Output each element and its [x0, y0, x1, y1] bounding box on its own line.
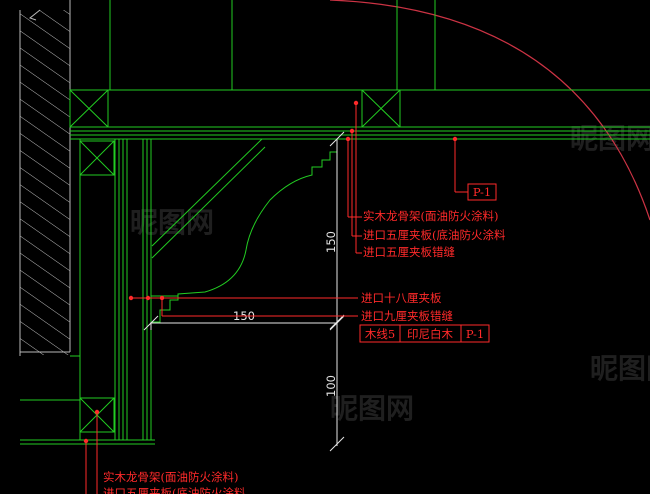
material-tag-3: P-1 [466, 327, 484, 341]
material-tag-2: 印尼白木 [407, 327, 453, 341]
callout-middle-2: 进口九厘夹板错缝 [361, 309, 453, 323]
material-tag-table: 木线5 印尼白木 P-1 [359, 324, 490, 343]
crown-molding-profile [151, 139, 338, 323]
watermark-text: 昵图网 [330, 392, 414, 425]
dimension-lines [143, 131, 345, 452]
material-tag-1: 木线5 [365, 327, 395, 341]
p1-tag-top-text: P-1 [473, 185, 491, 199]
wall-section [19, 0, 71, 356]
p1-tag-top: P-1 [467, 183, 497, 201]
ceiling-structure [20, 0, 650, 445]
wall-hatch [20, 10, 70, 355]
boundary-arc [329, 0, 650, 221]
callout-upper-2: 进口五厘夹板(底油防火涂料 [363, 228, 506, 242]
watermark-group: 昵图网 昵图网 昵图网 昵图网 [130, 122, 650, 425]
watermark-text: 昵图网 [590, 352, 650, 385]
callout-upper-3: 进口五厘夹板错缝 [363, 245, 455, 259]
leader-lines [85, 103, 468, 494]
break-mark [28, 9, 41, 21]
callout-bottom-2: 进口五厘夹板(底油防火涂料 [103, 486, 246, 494]
callout-middle-1: 进口十八厘夹板 [361, 291, 442, 305]
dimension-vertical-upper: 150 [324, 231, 338, 253]
leader-dots [83, 100, 458, 444]
dimension-vertical-lower: 100 [324, 375, 338, 397]
callout-upper-1: 实木龙骨架(面油防火涂料) [363, 209, 498, 223]
callout-bottom-1: 实木龙骨架(面油防火涂料) [103, 470, 238, 484]
